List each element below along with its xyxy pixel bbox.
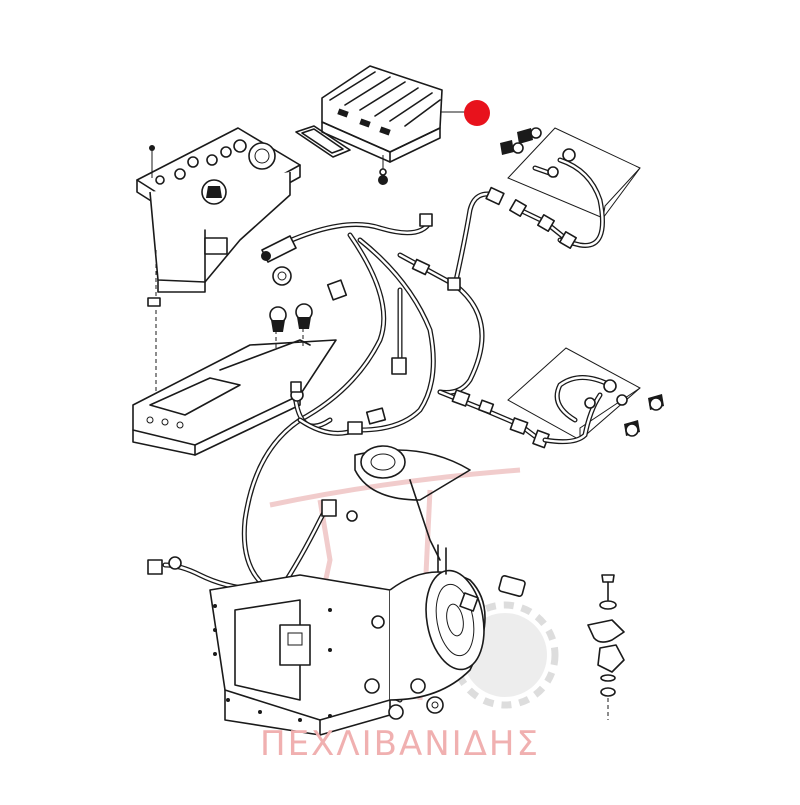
indicator-lamp bbox=[155, 175, 165, 185]
switch-knob-2[interactable] bbox=[220, 146, 232, 158]
harness-connectors[interactable] bbox=[261, 186, 550, 522]
watermark-text: ΠΕΧΛΙΒΑΝΙΔΗΣ bbox=[260, 724, 540, 764]
pedal-switch-pair[interactable] bbox=[269, 303, 313, 350]
upper-sensor-harness[interactable] bbox=[500, 127, 605, 249]
watermark-swoosh bbox=[269, 467, 521, 508]
switch-knob-5[interactable] bbox=[174, 168, 186, 180]
lower-sensor-box bbox=[507, 347, 641, 441]
lower-sensor-harness[interactable] bbox=[542, 375, 664, 445]
grommet bbox=[272, 266, 292, 286]
switch-knob-4[interactable] bbox=[187, 156, 199, 168]
transmission-sensors[interactable] bbox=[147, 556, 526, 720]
sensor-plug-right[interactable] bbox=[498, 575, 526, 597]
transmission-housing bbox=[209, 445, 486, 736]
switch-panel[interactable] bbox=[136, 127, 301, 293]
control-module[interactable] bbox=[321, 65, 443, 163]
floor-plate bbox=[132, 339, 337, 456]
switch-knob-3[interactable] bbox=[206, 154, 218, 166]
upper-sensor-box bbox=[507, 127, 641, 219]
sensor-plug-left[interactable] bbox=[147, 559, 163, 575]
watermark-brand-text: ΠΕΧΛΙΒΑΝΙΔΗΣ bbox=[0, 724, 800, 764]
panel-bracket-clip bbox=[147, 250, 161, 400]
callout-marker[interactable] bbox=[464, 100, 490, 126]
mounting-bolt-kit bbox=[587, 574, 625, 720]
module-screw bbox=[378, 155, 388, 185]
ignition-dial[interactable] bbox=[248, 142, 276, 170]
module-gasket bbox=[295, 125, 351, 158]
switch-knob-1[interactable] bbox=[233, 139, 247, 153]
